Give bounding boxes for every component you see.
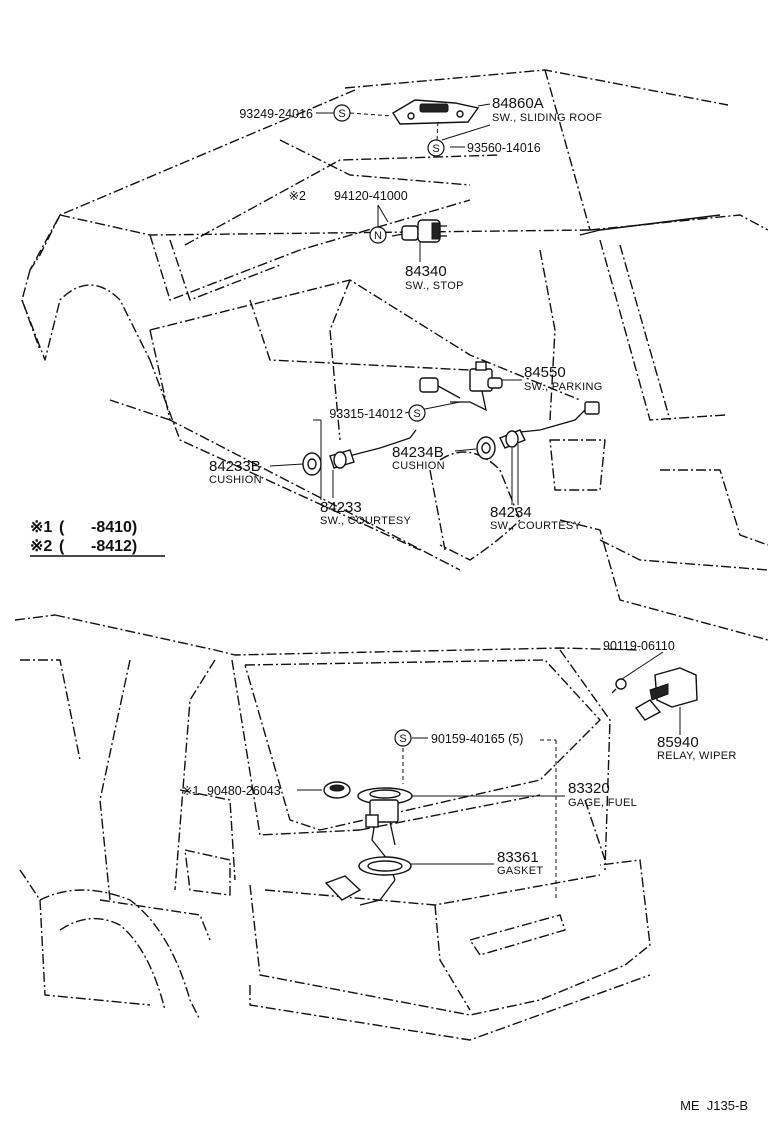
fastener-93315: 93315-14012 — [329, 407, 403, 421]
stop-switch — [391, 219, 447, 243]
part-desc-83320: GAGE, FUEL — [568, 797, 637, 809]
leader-lines — [269, 103, 681, 900]
parking-switch — [419, 361, 503, 412]
legend-mark-1: ※1 — [30, 519, 52, 536]
legend-mark-2: ※2 — [30, 538, 52, 555]
cushion-right — [476, 436, 496, 460]
part-number-84860A: 84860A — [492, 95, 544, 112]
mark-93315: S — [413, 408, 420, 420]
fastener-90480-prefix: ※1 — [182, 784, 199, 798]
fastener-93249: 93249-24016 — [239, 107, 313, 121]
fastener-94120-prefix: ※2 — [289, 189, 306, 203]
part-number-85940: 85940 — [657, 734, 699, 751]
fuel-gasket — [358, 856, 412, 876]
courtesy-switch-left — [329, 429, 417, 469]
fastener-90480: 90480-26043 — [207, 784, 281, 798]
part-desc-84340: SW., STOP — [405, 280, 464, 292]
fastener-90119: 90119-06110 — [603, 639, 675, 653]
part-desc-84233B: CUSHION — [209, 474, 262, 486]
mark-94120: N — [374, 230, 382, 242]
part-number-84550: 84550 — [524, 364, 566, 381]
part-number-84234B: 84234B — [392, 444, 444, 461]
lower-car-outline — [14, 614, 651, 1041]
part-number-84234: 84234 — [490, 504, 532, 521]
legend-text-1: ( -8410) — [59, 519, 137, 536]
part-number-84340: 84340 — [405, 263, 447, 280]
part-number-84233: 84233 — [320, 499, 362, 516]
upper-car-outline — [21, 69, 768, 641]
part-desc-84234: SW., COURTESY — [490, 520, 581, 532]
legend-text-2: ( -8412) — [59, 538, 137, 555]
part-desc-84550: SW., PARKING — [524, 381, 603, 393]
part-desc-85940: RELAY, WIPER — [657, 750, 737, 762]
legend: ※1 ( -8410) ※2 ( -8412) — [30, 519, 165, 557]
mark-90159: S — [399, 733, 406, 745]
part-desc-84233: SW., COURTESY — [320, 515, 411, 527]
cushion-left — [302, 452, 322, 476]
mark-93560: S — [432, 143, 439, 155]
grommet — [323, 781, 351, 799]
reference-code: ME J135-B — [680, 1098, 748, 1113]
fuel-gage — [357, 787, 413, 881]
part-number-83320: 83320 — [568, 780, 610, 797]
fastener-90159: 90159-40165 (5) — [431, 732, 523, 746]
fuel-wire-connector — [324, 875, 396, 906]
wiper-relay — [611, 667, 698, 721]
part-number-83361: 83361 — [497, 849, 539, 866]
part-number-84233B: 84233B — [209, 458, 261, 475]
fastener-94120: 94120-41000 — [334, 189, 408, 203]
part-desc-84234B: CUSHION — [392, 460, 445, 472]
courtesy-switch-right — [499, 401, 600, 449]
fastener-93560: 93560-14016 — [467, 141, 541, 155]
part-desc-84860A: SW., SLIDING ROOF — [492, 112, 602, 124]
mark-93249: S — [338, 108, 345, 120]
labels: 84860A SW., SLIDING ROOF 93249-24016 935… — [182, 95, 737, 877]
part-desc-83361: GASKET — [497, 865, 543, 877]
sliding-roof-switch — [392, 99, 480, 125]
fastener-marks: S S N S S — [333, 104, 445, 747]
